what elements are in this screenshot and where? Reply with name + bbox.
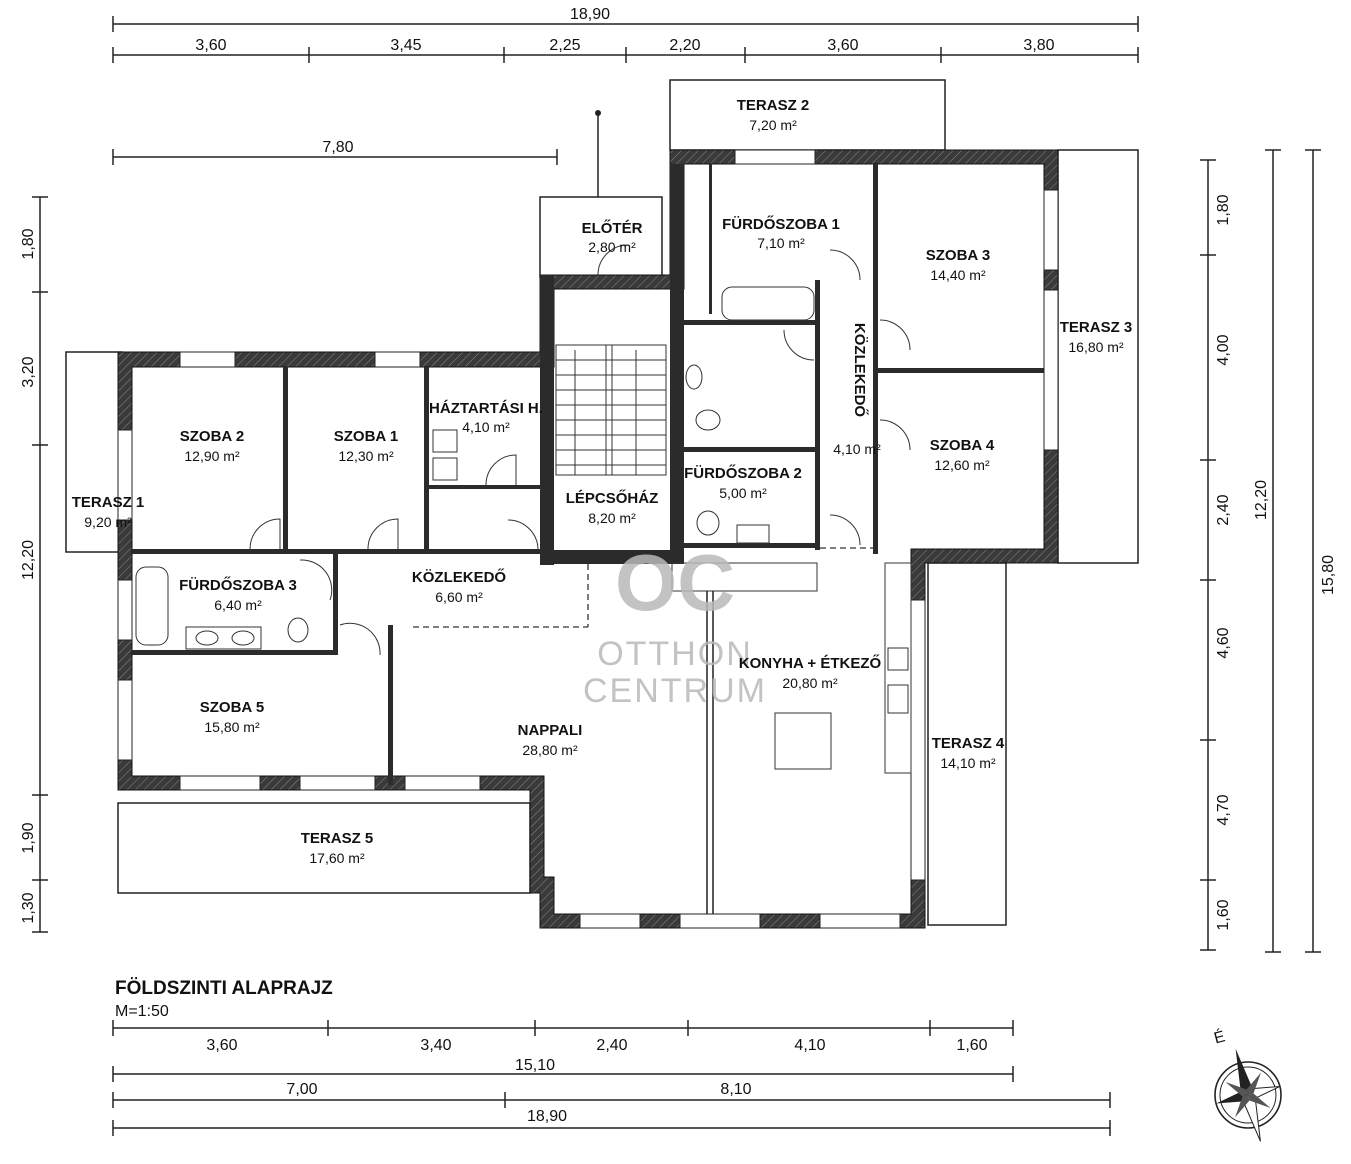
room-name: TERASZ 5 xyxy=(301,830,374,847)
dim-bottom: 2,40 xyxy=(596,1037,627,1054)
room-name: FÜRDŐSZOBA 1 xyxy=(722,215,840,233)
watermark-line1: OTTHON xyxy=(597,635,753,673)
dim-right: 4,00 xyxy=(1215,334,1232,365)
north-label: É xyxy=(1212,1026,1227,1047)
room-name: TERASZ 3 xyxy=(1060,319,1133,336)
room-name: LÉPCSŐHÁZ xyxy=(566,489,659,507)
room-name: KÖZLEKEDŐ xyxy=(412,568,507,586)
dim-bottom-3: 8,10 xyxy=(720,1081,751,1098)
room-name: SZOBA 1 xyxy=(334,428,398,445)
fixtures xyxy=(135,244,912,914)
dim-left: 12,20 xyxy=(20,540,37,580)
room-area: 7,10 m² xyxy=(757,235,805,251)
watermark: OC OTTHON CENTRUM xyxy=(583,538,767,710)
dim-right: 4,70 xyxy=(1215,794,1232,825)
room-name: KONYHA + ÉTKEZŐ xyxy=(739,654,882,672)
room-name: HÁZTARTÁSI H. xyxy=(429,400,543,417)
dim-right: 1,80 xyxy=(1215,194,1232,225)
room-name: ELŐTÉR xyxy=(582,219,643,237)
room-name: SZOBA 5 xyxy=(200,699,264,716)
room-name: TERASZ 4 xyxy=(932,735,1005,752)
north-arrow-icon: É xyxy=(1212,1026,1282,1142)
dim-top: 2,20 xyxy=(669,37,700,54)
room-area: 6,60 m² xyxy=(435,589,483,605)
room-area: 14,10 m² xyxy=(940,755,996,771)
room-area: 15,80 m² xyxy=(204,719,260,735)
dim-bottom: 4,10 xyxy=(794,1037,825,1054)
dim-bottom: 3,40 xyxy=(420,1037,451,1054)
room-area: 6,40 m² xyxy=(214,597,262,613)
dim-top: 3,60 xyxy=(827,37,858,54)
dim-top: 3,60 xyxy=(195,37,226,54)
dim-bottom-3: 7,00 xyxy=(286,1081,317,1098)
walls xyxy=(117,149,1059,929)
dim-top-partial: 7,80 xyxy=(322,139,353,156)
dim-left: 1,90 xyxy=(20,822,37,853)
room-area: 16,80 m² xyxy=(1068,339,1124,355)
dim-right: 2,40 xyxy=(1215,494,1232,525)
room-area: 14,40 m² xyxy=(930,267,986,283)
room-area: 7,20 m² xyxy=(749,117,797,133)
room-area: 2,80 m² xyxy=(588,239,636,255)
dim-right-total: 15,80 xyxy=(1320,555,1337,595)
room-name: FÜRDŐSZOBA 3 xyxy=(179,576,297,594)
room-area: 4,10 m² xyxy=(462,419,510,435)
room-name: SZOBA 4 xyxy=(930,437,995,454)
dim-left: 3,20 xyxy=(20,356,37,387)
room-area: 9,20 m² xyxy=(84,514,132,530)
dim-left: 1,80 xyxy=(20,228,37,259)
room-labels: TERASZ 2 7,20 m² ELŐTÉR 2,80 m² FÜRDŐSZO… xyxy=(72,97,1133,866)
watermark-line2: CENTRUM xyxy=(583,672,767,710)
dim-bottom-2: 15,10 xyxy=(515,1057,555,1074)
dim-top: 3,45 xyxy=(390,37,421,54)
room-name: TERASZ 1 xyxy=(72,494,145,511)
room-name: FÜRDŐSZOBA 2 xyxy=(684,464,802,482)
room-area: 12,60 m² xyxy=(934,457,990,473)
room-name: KÖZLEKEDŐ xyxy=(851,323,869,418)
dim-bottom: 1,60 xyxy=(956,1037,987,1054)
dim-top-total: 18,90 xyxy=(570,6,610,23)
plan-title: FÖLDSZINTI ALAPRAJZ xyxy=(115,978,333,999)
room-name: SZOBA 2 xyxy=(180,428,244,445)
dim-left: 1,30 xyxy=(20,892,37,923)
room-area: 20,80 m² xyxy=(782,675,838,691)
room-area: 12,30 m² xyxy=(338,448,394,464)
room-area: 4,10 m² xyxy=(833,441,881,457)
room-name: TERASZ 2 xyxy=(737,97,810,114)
dimension-labels: 18,90 3,60 3,45 2,25 2,20 3,60 3,80 7,80… xyxy=(20,6,1337,1125)
dim-bottom: 3,60 xyxy=(206,1037,237,1054)
room-area: 5,00 m² xyxy=(719,485,767,501)
dim-top: 2,25 xyxy=(549,37,580,54)
dim-right-mid: 12,20 xyxy=(1253,480,1270,520)
dim-top: 3,80 xyxy=(1023,37,1054,54)
room-area: 17,60 m² xyxy=(309,850,365,866)
plan-scale: M=1:50 xyxy=(115,1003,169,1020)
room-area: 28,80 m² xyxy=(522,742,578,758)
room-name: SZOBA 3 xyxy=(926,247,990,264)
dim-right: 4,60 xyxy=(1215,627,1232,658)
watermark-logo: OC xyxy=(615,538,735,627)
dim-bottom-total: 18,90 xyxy=(527,1108,567,1125)
room-area: 12,90 m² xyxy=(184,448,240,464)
dimension-lines xyxy=(32,16,1321,1136)
dim-right: 1,60 xyxy=(1215,899,1232,930)
room-name: NAPPALI xyxy=(518,722,583,739)
room-area: 8,20 m² xyxy=(588,510,636,526)
